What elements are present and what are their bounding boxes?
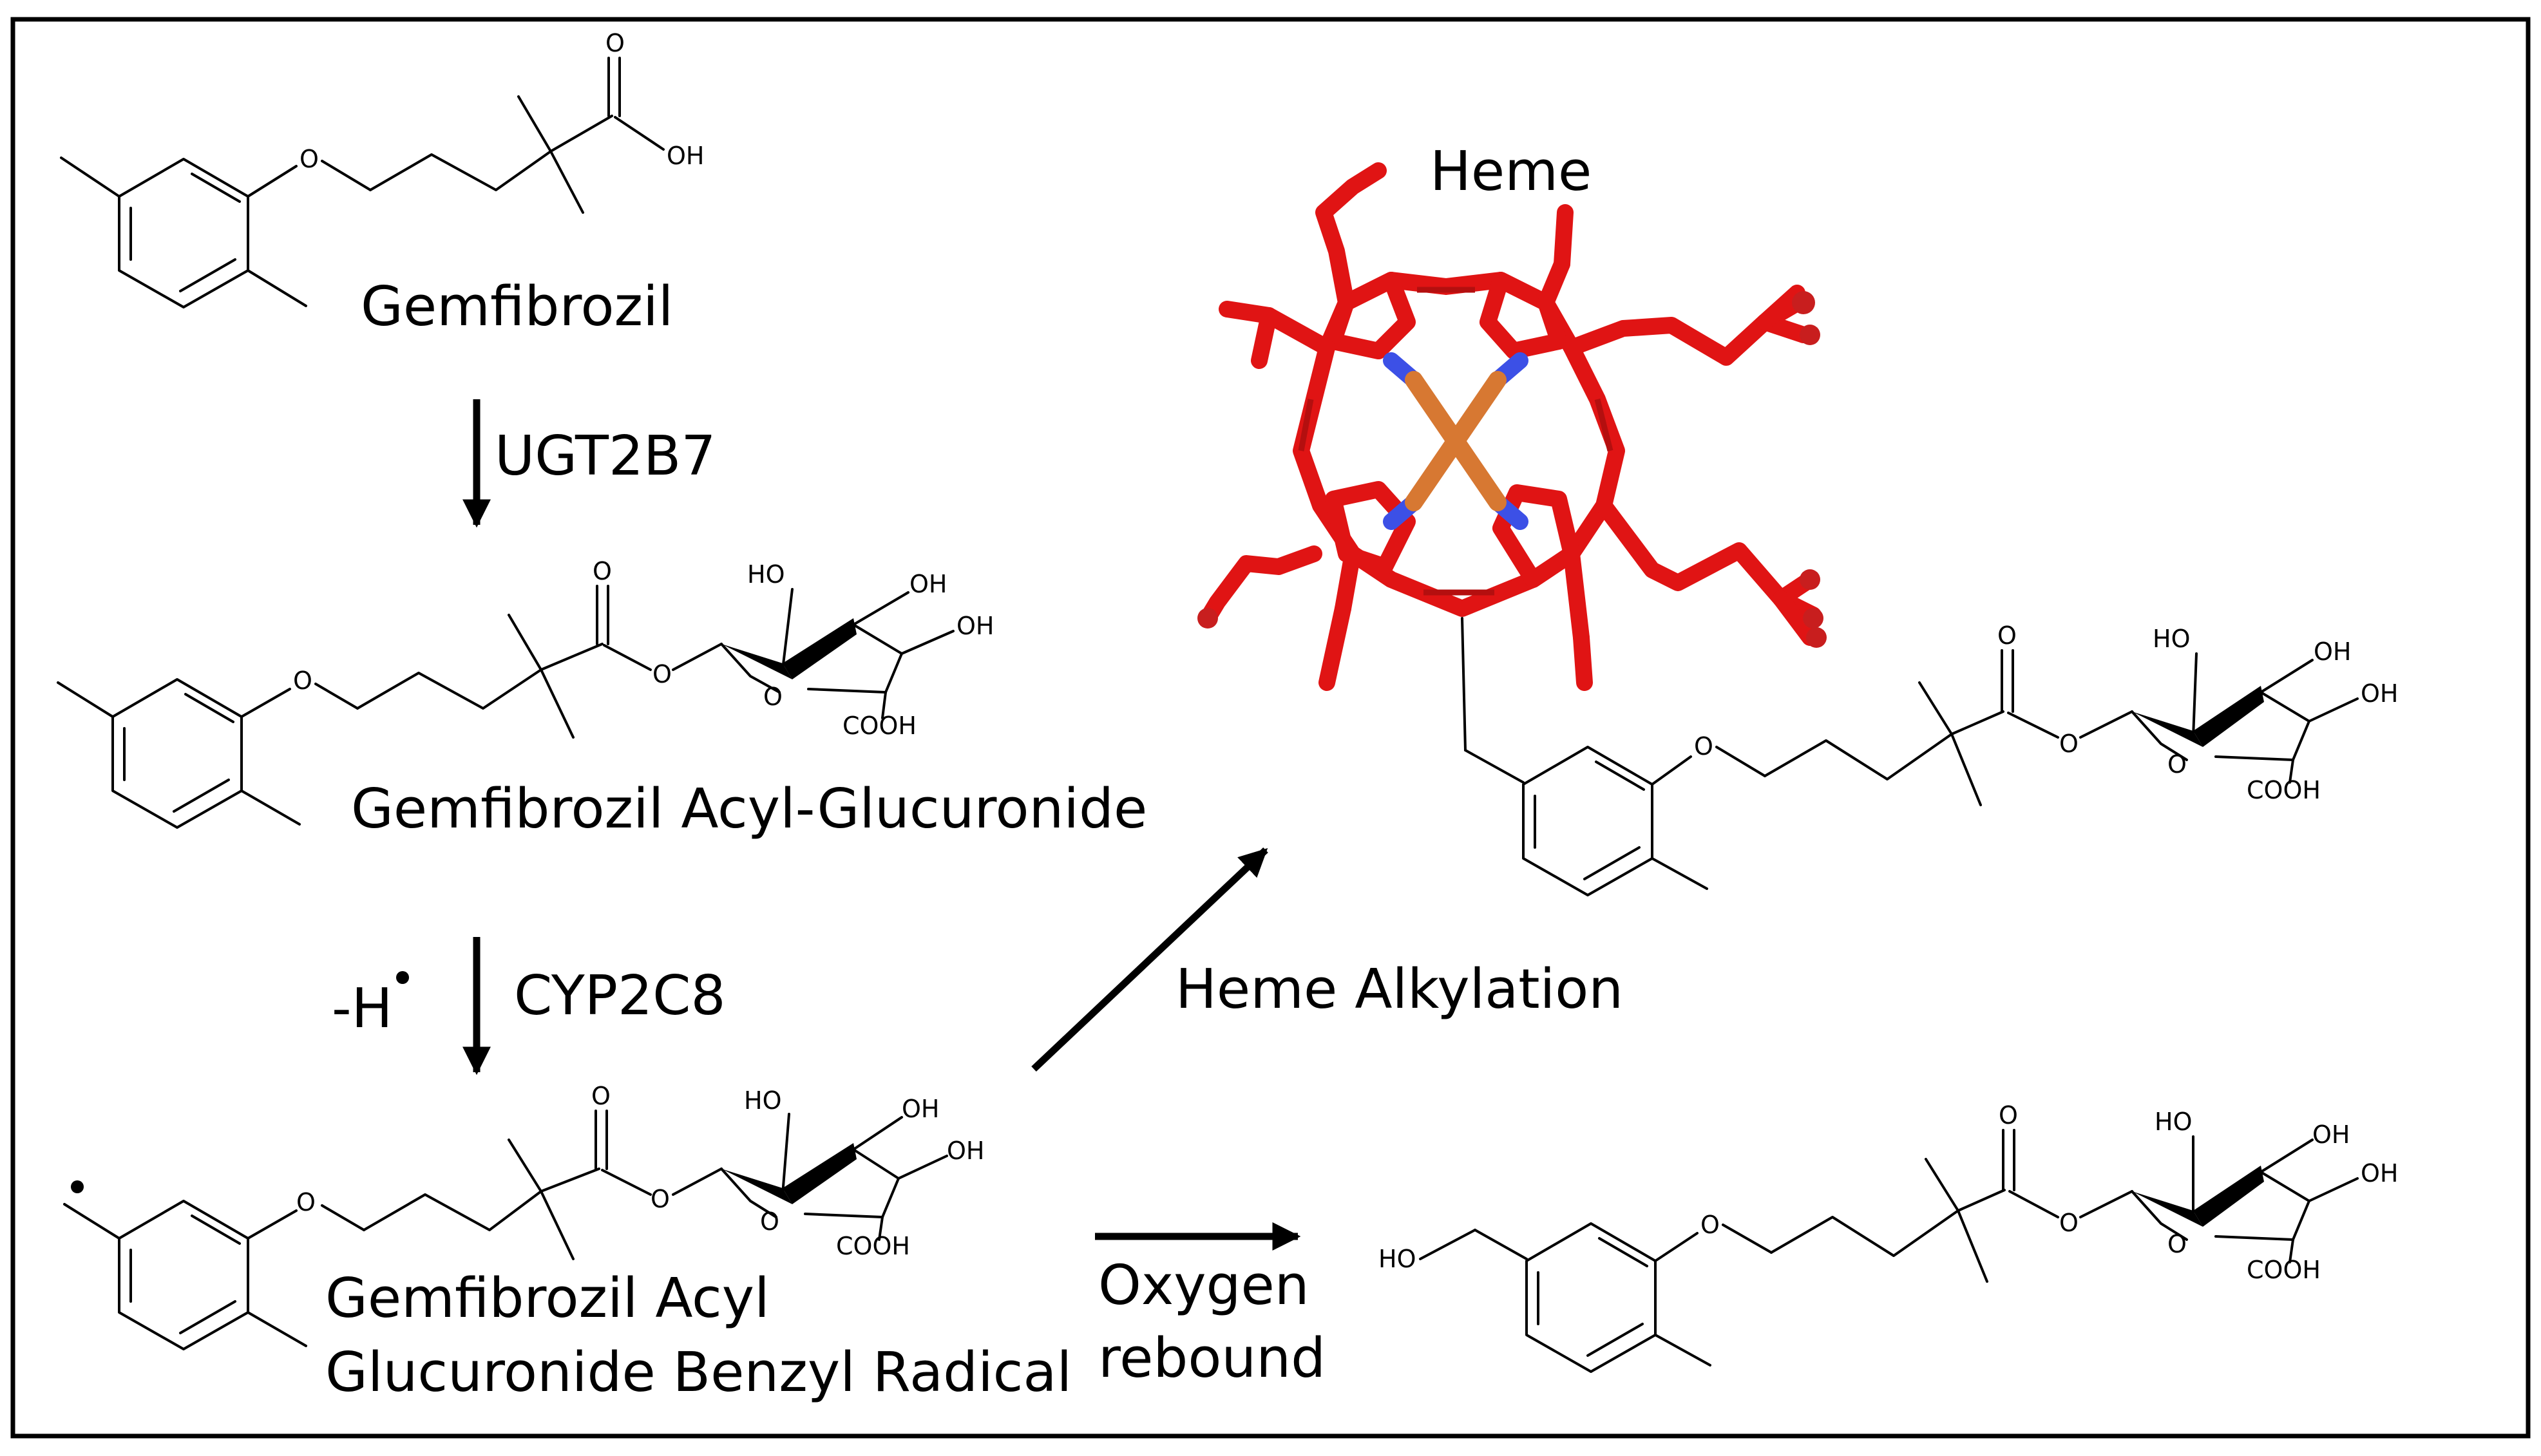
atom-cooh: COOH xyxy=(2247,776,2321,804)
atom-o: O xyxy=(1997,621,2017,650)
label-rebound-line1: Oxygen xyxy=(1098,1254,1309,1318)
atom-o: O xyxy=(760,1207,779,1236)
atom-o: O xyxy=(593,557,612,585)
label-acyl-glucuronide: Gemfibrozil Acyl-Glucuronide xyxy=(351,777,1147,841)
heme-adduct-structure: O O O O HO OH OH COOH xyxy=(1461,617,2398,896)
atom-oh: OH xyxy=(956,612,994,640)
label-radical-line1: Gemfibrozil Acyl xyxy=(325,1267,770,1330)
atom-cooh: COOH xyxy=(2247,1256,2321,1284)
radical-dot xyxy=(396,971,409,984)
atom-ho: HO xyxy=(747,560,785,589)
atom-o: O xyxy=(1694,732,1713,761)
atom-o: O xyxy=(296,1188,316,1216)
figure-border xyxy=(10,17,2531,1439)
atom-o: O xyxy=(591,1082,611,1110)
atom-ho: HO xyxy=(2153,625,2190,653)
atom-o: O xyxy=(605,29,625,57)
atom-oh: OH xyxy=(909,570,947,598)
atom-oh: OH xyxy=(947,1137,984,1165)
atom-oh: OH xyxy=(2314,638,2351,666)
atom-o: O xyxy=(652,660,672,688)
atom-o: O xyxy=(1700,1211,1720,1239)
label-radical-line2: Glucuronide Benzyl Radical xyxy=(325,1341,1072,1404)
atom-o: O xyxy=(2059,730,2079,758)
label-h-abstraction: -H xyxy=(332,977,393,1041)
atom-o: O xyxy=(293,667,312,695)
atom-ho: HO xyxy=(744,1086,781,1115)
atom-oh: OH xyxy=(667,142,704,170)
atom-oh: OH xyxy=(902,1095,939,1123)
acyl-glucuronide-structure: O O O O HO OH OH COOH xyxy=(57,557,994,829)
label-heme-alkylation: Heme Alkylation xyxy=(1175,958,1623,1021)
label-rebound-line2: rebound xyxy=(1098,1327,1326,1390)
hydroxy-product-structure: HO O O O O HO OH OH COOH xyxy=(1378,1101,2398,1373)
atom-o: O xyxy=(2059,1209,2079,1237)
atom-o: O xyxy=(300,145,319,173)
atom-o: O xyxy=(2167,1230,2187,1258)
atom-o: O xyxy=(1999,1101,2018,1130)
benzyl-radical-structure: O O O O HO OH OH COOH xyxy=(63,1082,984,1350)
atom-o: O xyxy=(651,1185,670,1213)
atom-oh: OH xyxy=(2361,679,2398,708)
atom-ho: HO xyxy=(1378,1245,1416,1273)
atom-cooh: COOH xyxy=(842,712,917,740)
atom-o: O xyxy=(2167,750,2187,779)
atom-cooh: COOH xyxy=(836,1232,910,1260)
label-cyp2c8: CYP2C8 xyxy=(514,964,726,1028)
label-heme: Heme xyxy=(1430,140,1592,203)
label-gemfibrozil: Gemfibrozil xyxy=(361,275,673,339)
atom-o: O xyxy=(763,683,783,711)
heme-structure xyxy=(1197,162,1827,691)
atom-oh: OH xyxy=(2361,1159,2398,1187)
gemfibrozil-structure: O O OH xyxy=(60,29,704,308)
atom-oh: OH xyxy=(2312,1120,2350,1149)
radical-dot xyxy=(71,1180,84,1193)
arrow-heme-alkylation xyxy=(1031,847,1268,1072)
atom-ho: HO xyxy=(2155,1108,2192,1136)
label-ugt2b7: UGT2B7 xyxy=(495,424,716,488)
